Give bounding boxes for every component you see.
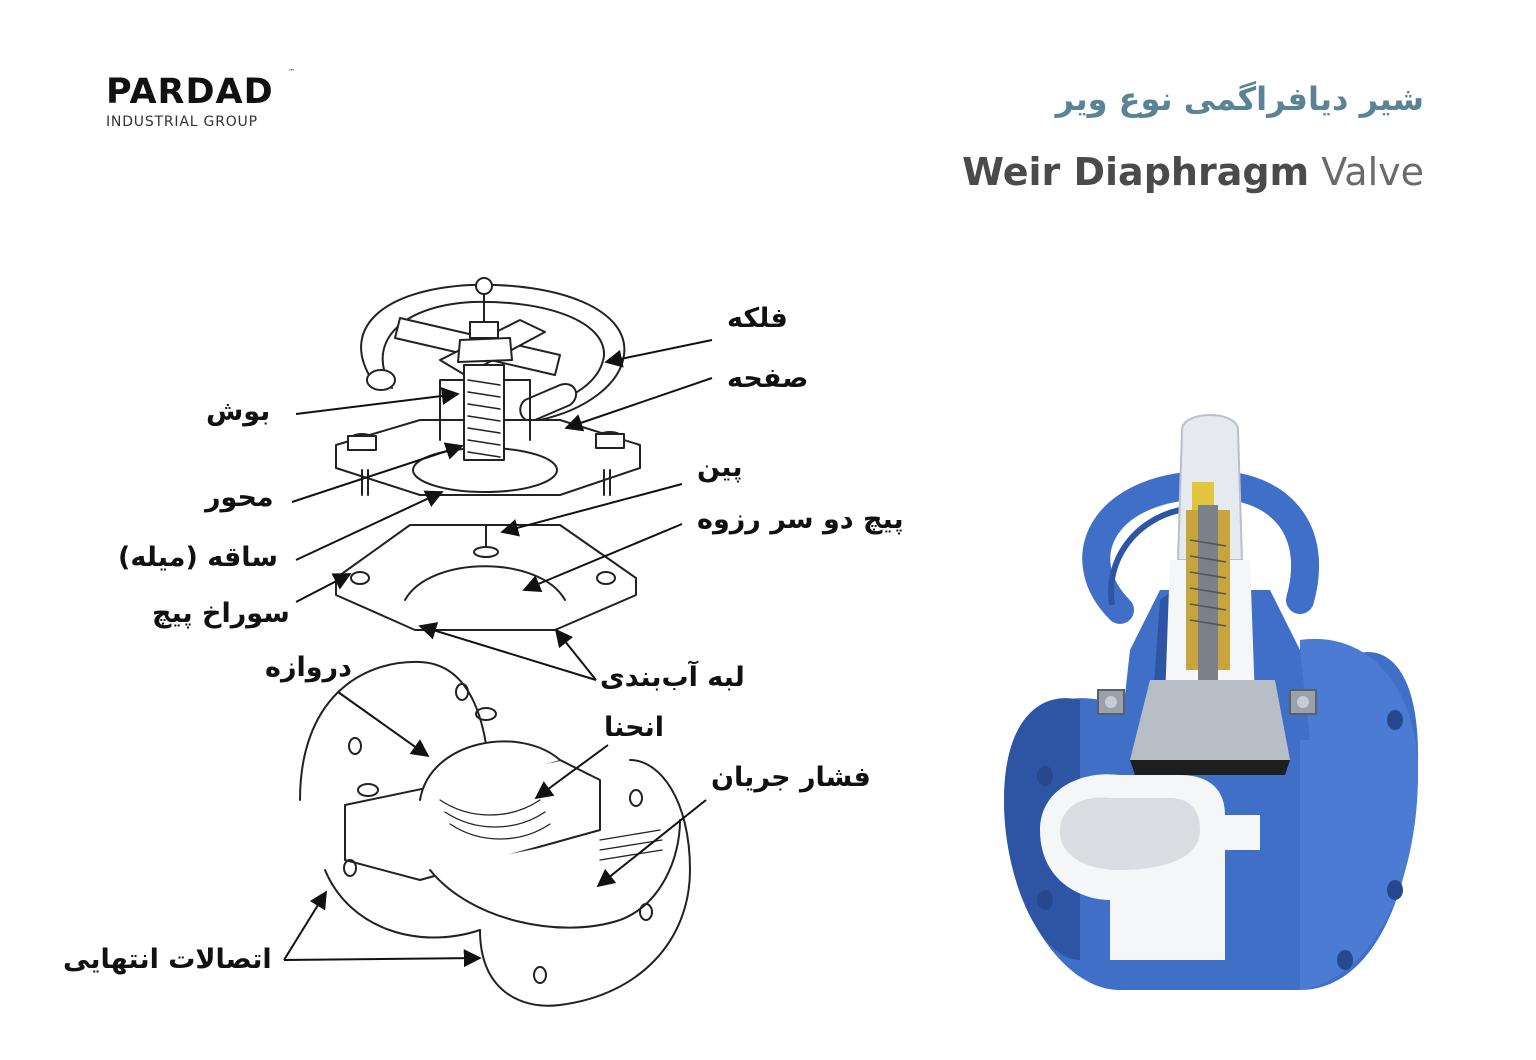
brand-logo: PARDAD ™ INDUSTRIAL GROUP bbox=[106, 68, 306, 131]
title-english: Weir Diaphragm Valve bbox=[962, 150, 1424, 194]
label-stem: ساقه (میله) bbox=[118, 542, 278, 573]
label-gate: دروازه bbox=[265, 652, 352, 683]
label-flow-pressure: فشار جریان bbox=[711, 762, 871, 793]
diaphragm-drawing bbox=[335, 524, 637, 631]
label-handwheel: فلکه bbox=[727, 303, 788, 334]
brand-name: PARDAD bbox=[106, 72, 274, 112]
label-plate: صفحه bbox=[727, 363, 809, 394]
title-english-bold: Weir Diaphragm bbox=[962, 150, 1310, 194]
label-sealing-lip: لبه آب‌بندی bbox=[600, 662, 745, 693]
handwheel-drawing bbox=[360, 277, 626, 422]
brand-subtitle: INDUSTRIAL GROUP bbox=[106, 114, 258, 130]
label-end-connections: اتصالات انتهایی bbox=[63, 944, 272, 975]
title-persian: شیر دیافراگمی نوع ویر bbox=[1055, 80, 1424, 118]
title-english-light: Valve bbox=[1321, 150, 1424, 194]
label-curve: انحنا bbox=[604, 712, 665, 743]
label-stud: پیچ دو سر رزوه bbox=[697, 504, 904, 535]
label-bushing: بوش bbox=[206, 396, 271, 427]
label-bolt-hole: سوراخ پیچ bbox=[152, 598, 290, 629]
label-pin: پین bbox=[697, 452, 743, 483]
label-axis: محور bbox=[205, 482, 274, 513]
brand-trademark: ™ bbox=[288, 68, 295, 76]
